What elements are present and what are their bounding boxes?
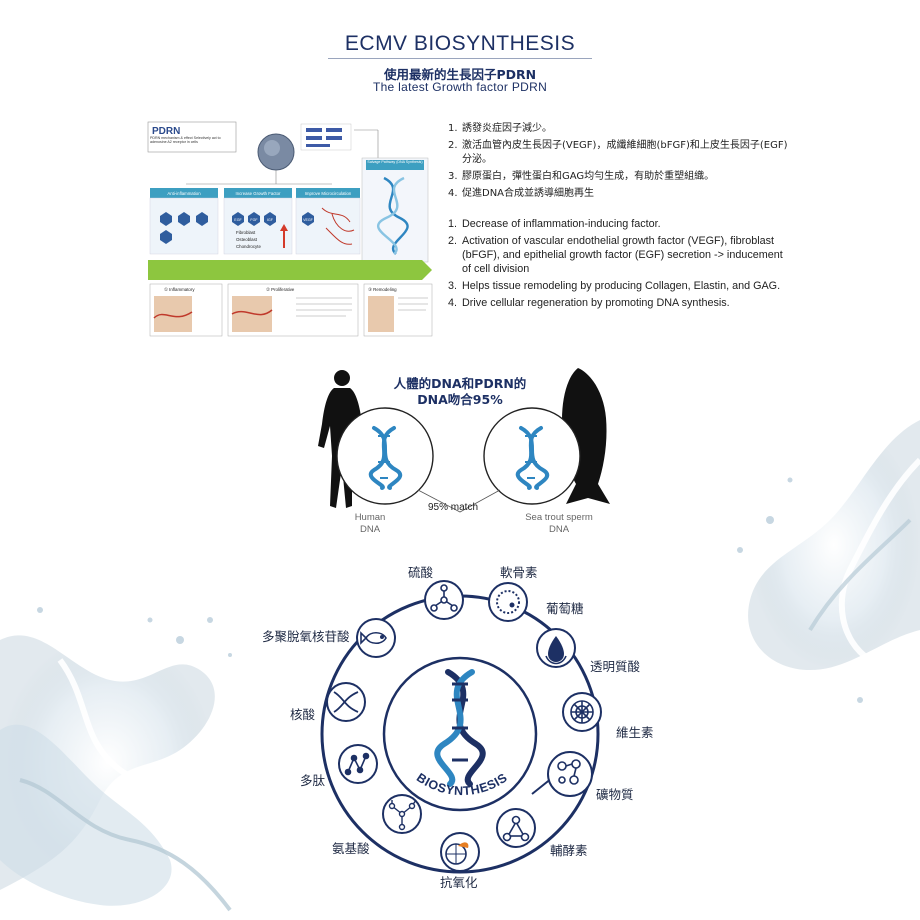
list-item: 4.促進DNA合成並誘導細胞再生	[448, 188, 595, 199]
biosynthesis-wheel: BIOSYNTHESIS	[320, 580, 602, 874]
list-item: 2.激活血管內皮生長因子(VEGF)，成纖維細胞(bFGF)和上皮生長因子(EG…	[448, 140, 788, 165]
sulfate-node	[424, 580, 464, 620]
growth-factor-egf: EGF	[234, 218, 242, 222]
label-glucose: 葡萄糖	[546, 601, 584, 616]
pdrn-logo: PDRN	[152, 126, 180, 137]
vegf-label: VEGF	[303, 218, 314, 222]
list-item: 3.膠原蛋白，彈性蛋白和GAG均勻生成，有助於重塑組織。	[448, 171, 715, 182]
cell-fibroblast: Fibroblast	[236, 230, 256, 235]
dna-comparison-graphic	[318, 368, 610, 513]
label-mineral: 礦物質	[596, 787, 634, 802]
label-peptide: 多肽	[300, 773, 326, 788]
branch-molecule-icon	[388, 799, 417, 831]
column-head-3: Improve Microcirculation	[305, 191, 352, 196]
label-coenzyme: 輔酵素	[550, 843, 588, 858]
subtitle-english: The latest Growth factor PDRN	[372, 80, 548, 94]
label-pdrn: 多聚脫氧核苷酸	[262, 629, 350, 644]
list-item: 3.Helps tissue remodeling by producing C…	[448, 280, 781, 292]
nucleic-node	[326, 682, 366, 722]
mineral-node	[531, 751, 593, 797]
match-percent-label: 95% match	[428, 502, 479, 513]
label-vitamin: 維生素	[616, 725, 654, 740]
chondroitin-node	[488, 582, 528, 622]
inner-circle	[382, 656, 538, 812]
trout-dna-icon	[516, 426, 550, 490]
chain-icon	[344, 752, 370, 776]
list-item: 1.誘發炎症因子減少。	[448, 123, 552, 134]
salvage-pathway-header: Salvage Pathway (DNA Synthesis)	[367, 160, 423, 164]
linked-rings-icon	[557, 759, 581, 785]
label-hyaluronic: 透明質酸	[590, 659, 641, 674]
column-head-1: Anti-inflammation	[167, 191, 201, 196]
subtitle-chinese: 使用最新的生長因子PDRN	[383, 67, 537, 82]
benefit-list-english: 1.Decrease of inflammation-inducing fact…	[448, 217, 788, 313]
list-item: 4.Drive cellular regeneration by promoti…	[448, 297, 730, 309]
helix-icon	[333, 691, 359, 713]
label-sulfate: 硫酸	[408, 565, 434, 580]
cell-osteoblast: Osteoblast	[236, 237, 258, 242]
title-divider	[328, 58, 592, 59]
benefit-list-chinese: 1.誘發炎症因子減少。 2.激活血管內皮生長因子(VEGF)，成纖維細胞(bFG…	[448, 122, 788, 204]
peptide-node	[338, 744, 378, 784]
column-head-2: Increase Growth Factor	[236, 191, 281, 196]
aminoacid-node	[382, 794, 422, 834]
cell-chondrocyte: Chondrocyte	[236, 244, 261, 249]
wheel-cross-icon	[570, 700, 594, 724]
green-band	[148, 260, 432, 280]
hyaluronic-node	[562, 692, 602, 732]
label-antioxidant: 抗氧化	[440, 875, 478, 890]
label-nucleic: 核酸	[290, 707, 316, 722]
stage-proliferative: ② Proliferative	[266, 287, 295, 292]
antioxidant-node	[440, 832, 480, 872]
label-chondroitin: 軟骨素	[500, 565, 538, 580]
growth-factor-igf: IGF	[267, 218, 274, 222]
fish-icon	[360, 631, 387, 645]
node-graph-icon	[502, 815, 530, 842]
list-item: 1.Decrease of inflammation-inducing fact…	[448, 218, 661, 230]
human-dna-label: Human DNA	[354, 512, 386, 535]
molecule-icon	[430, 584, 458, 612]
droplet-icon	[548, 636, 564, 662]
stage-remodeling: ③ Remodeling	[368, 287, 397, 292]
match-connector	[417, 489, 501, 513]
growth-factor-fgf: FGF	[250, 218, 258, 222]
label-aminoacid: 氨基酸	[332, 841, 370, 856]
glucose-node	[536, 628, 576, 668]
citrus-icon	[445, 842, 469, 865]
water-splash-right	[737, 420, 920, 703]
list-item: 2.Activation of vascular endothelial gro…	[448, 235, 783, 275]
pdrn-mechanism-diagram: PDRN PDRN mechanism & effect Selectively…	[146, 118, 436, 340]
coenzyme-node	[496, 808, 536, 848]
pdrn-node	[356, 618, 396, 658]
stage-inflammatory: ① Inflammatory	[164, 287, 195, 292]
dotted-ring-icon	[496, 590, 520, 614]
dna-match-heading: 人體的DNA和PDRN的 DNA吻合95%	[393, 376, 527, 407]
central-dna-icon	[434, 669, 486, 787]
pdrn-logo-caption: PDRN mechanism & effect Selectively act …	[150, 136, 221, 145]
human-dna-icon	[369, 426, 403, 490]
page-title: ECMV BIOSYNTHESIS	[344, 32, 576, 55]
trout-dna-label: Sea trout sperm DNA	[525, 512, 593, 535]
